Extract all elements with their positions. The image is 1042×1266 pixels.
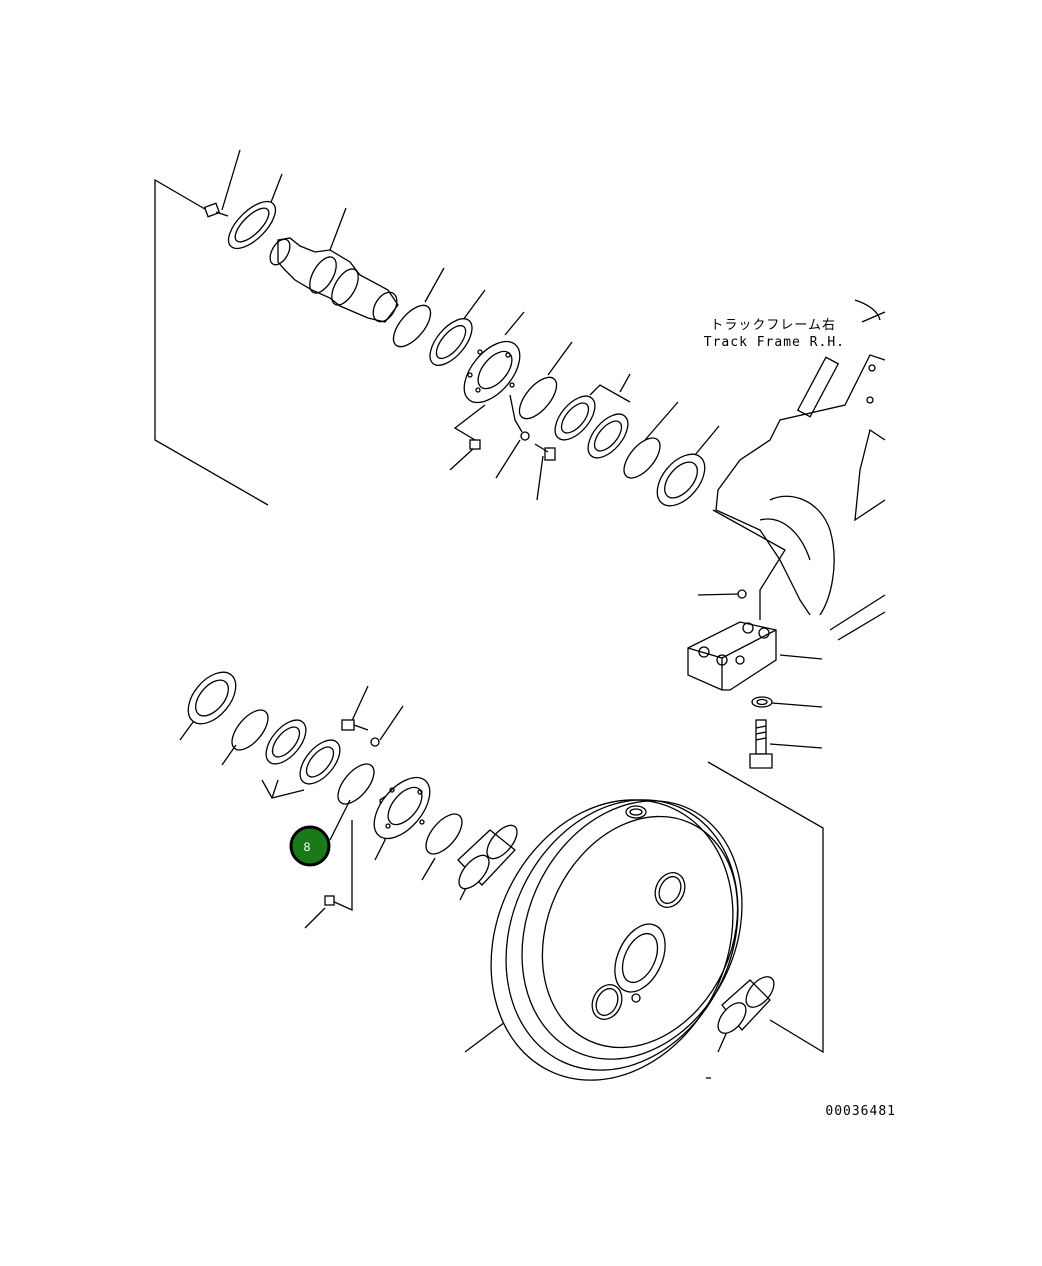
bushing-pair-lower <box>265 719 341 785</box>
seal-lower <box>187 671 237 725</box>
callout-8[interactable]: 8 <box>289 825 331 867</box>
bolt-block <box>749 719 773 769</box>
drawing-number: 00036481 <box>825 1104 896 1119</box>
thrust-washer-upper <box>227 200 277 250</box>
o-ring-lower-2 <box>337 763 375 805</box>
frame-leader-lines <box>697 509 824 1054</box>
o-ring-upper-2 <box>518 376 558 420</box>
callout-badge[interactable] <box>289 825 331 867</box>
bushing-pair-upper <box>554 384 631 459</box>
washer-block <box>751 696 773 708</box>
seal-upper <box>656 453 706 507</box>
collar-upper <box>463 340 521 404</box>
upper-leader-lines <box>221 149 720 501</box>
bolt-top-left <box>203 202 229 218</box>
o-ring-upper-1 <box>392 304 432 348</box>
frame-label-english: Track Frame R.H. <box>704 335 845 350</box>
small-bolt-lower <box>324 895 335 906</box>
upper-assembly-bracket <box>154 178 269 506</box>
bolt-lower <box>341 719 380 747</box>
small-bolts-upper <box>469 431 556 461</box>
frame-label-japanese: トラックフレーム右 <box>710 318 836 333</box>
track-frame <box>715 299 886 641</box>
idler-wheel <box>490 799 743 1081</box>
o-ring-lower-3 <box>425 813 463 855</box>
o-ring-upper-3 <box>623 437 661 479</box>
collar-lower <box>373 776 431 840</box>
bushing-right <box>717 976 775 1034</box>
callout-label: 8 <box>304 840 311 854</box>
collar-upper-bracket <box>453 394 523 441</box>
support-block <box>687 621 777 691</box>
shaft <box>269 237 399 323</box>
bushing-lower <box>457 824 518 890</box>
o-ring-lower-1 <box>231 709 269 751</box>
thrust-washer-upper-2 <box>429 318 473 366</box>
